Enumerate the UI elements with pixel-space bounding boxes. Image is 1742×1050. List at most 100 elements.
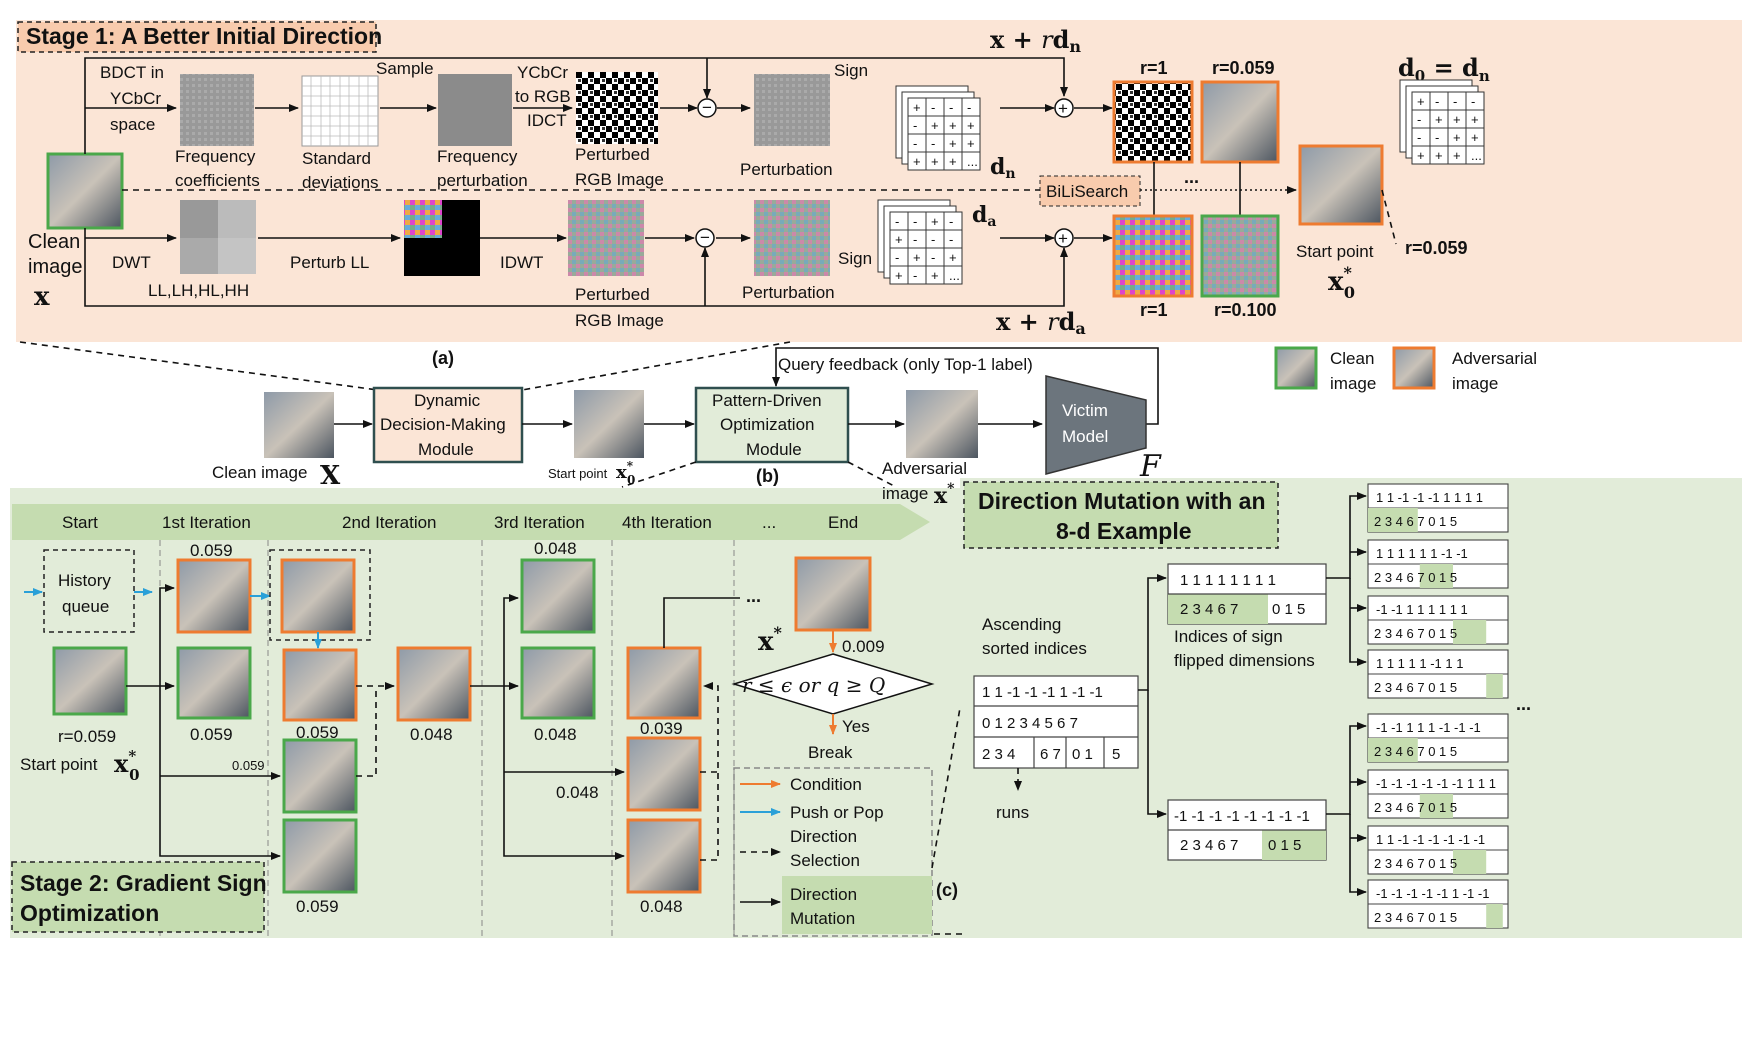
mutation-row1: -1 -1 1 1 1 1 1 1 [1376, 602, 1468, 617]
hdr-start: Start [62, 513, 98, 532]
dn-grid-cell: + [931, 118, 939, 133]
da-grid-cell: + [931, 268, 939, 283]
pdo-l3: Module [746, 440, 802, 459]
adv-label-2: image [882, 484, 928, 503]
mutation-title-1: Direction Mutation with an [978, 488, 1266, 514]
model-f-symbol: F [1139, 449, 1162, 484]
r1-bottom-label: r=1 [1140, 300, 1168, 320]
mutation-row2: 2 3 4 6 7 0 1 5 [1374, 800, 1457, 815]
perturbation-top-label: Perturbation [740, 160, 833, 179]
svg-text:+: + [1058, 99, 1068, 118]
r059-right-label: r=0.059 [1405, 238, 1468, 258]
d0-grid-cell: - [1435, 94, 1439, 109]
perturb-ll-label: Perturb LL [290, 253, 369, 272]
sign-grid-dn: +----+++--+++++... [895, 85, 981, 171]
legend-adv-2: image [1452, 374, 1498, 393]
iter3-clean-image-b [520, 646, 596, 720]
condition-text: r ≤ ϵ or q ≥ Q [742, 673, 885, 697]
perturbed-rgb-top-1: Perturbed [575, 145, 650, 164]
da-grid-cell: + [949, 250, 957, 265]
d0-grid-cell: - [1417, 112, 1421, 127]
base-table [973, 675, 1139, 769]
adv-image-r1-bottom [1112, 214, 1194, 298]
clean-label-1: Clean [28, 231, 80, 253]
dn-grid-cell: + [949, 154, 957, 169]
stage2-header-arrow [12, 504, 930, 540]
dn-grid-cell: - [949, 100, 953, 115]
mutation-row1: -1 -1 -1 -1 -1 -1 1 1 1 [1376, 776, 1496, 791]
dn-grid-cell: - [913, 136, 917, 151]
middle-clean-label: Clean image [212, 463, 307, 482]
d0-grid-cell: + [1453, 130, 1461, 145]
std-label-2: deviations [302, 173, 379, 192]
ddm-module-box [372, 386, 524, 464]
iter3-input-image [396, 646, 472, 722]
stage2-title-1: Stage 2: Gradient Sign [20, 870, 267, 896]
mutation-row2: 2 3 4 6 7 0 1 5 [1374, 744, 1457, 759]
ddm-l1: Dynamic [414, 391, 481, 410]
d0-grid-cell: + [1471, 112, 1479, 127]
legend-clean-1: Clean [1330, 349, 1374, 368]
mutation-row2: 2 3 4 6 7 0 1 5 [1374, 570, 1457, 585]
iter2-clean-image-b [282, 818, 358, 894]
v059e: 0.059 [296, 897, 339, 916]
hdr-dots: ... [762, 513, 776, 532]
mutation-row1: 1 1 -1 -1 -1 -1 -1 -1 [1376, 832, 1485, 847]
perturbed-ll-image [404, 200, 480, 276]
ddm-l2: Decision-Making [380, 415, 506, 434]
midbot-row1: -1 -1 -1 -1 -1 -1 -1 -1 [1174, 808, 1310, 825]
dn-grid-cell: + [967, 118, 975, 133]
freq-pert-label-2: perturbation [437, 171, 528, 190]
break-label: Break [808, 743, 853, 762]
query-feedback-label: Query feedback (only Top-1 label) [778, 355, 1033, 374]
freq-pert-label-1: Frequency [437, 147, 518, 166]
stage2-start-point: Start point [20, 755, 98, 774]
midbot-row2-hl: 0 1 5 [1268, 837, 1301, 854]
d0-grid-cell: - [1471, 94, 1475, 109]
dn-grid-cell: + [913, 100, 921, 115]
legend-clean-swatch [1274, 346, 1318, 390]
middle-start-point-image [574, 390, 644, 458]
subbands-label: LL,LH,HL,HH [148, 281, 249, 300]
mutation-table-6: -1 -1 -1 -1 -1 -1 1 1 1 2 3 4 6 7 0 1 5 [1367, 769, 1509, 819]
v059b: 0.059 [190, 725, 233, 744]
victim-model-trapezoid [1045, 375, 1147, 475]
mutation-row2: 2 3 4 6 7 0 1 5 [1374, 626, 1457, 641]
perturbed-rgb-qr-image [576, 72, 658, 144]
idct-label-1: YCbCr [517, 63, 568, 82]
v059c: 0.059 [296, 723, 339, 742]
da-grid-cell: - [949, 232, 953, 247]
svg-text:−: − [700, 228, 710, 247]
clean-x-symbol: x [34, 282, 50, 312]
d0-grid-cell: + [1435, 112, 1443, 127]
da-grid-cell: - [895, 214, 899, 229]
bili-ellipsis: ... [1184, 167, 1199, 187]
da-grid-cell: - [913, 232, 917, 247]
right-dots: ... [1516, 694, 1531, 714]
da-grid-cell: - [931, 250, 935, 265]
base-row2: 0 1 2 3 4 5 6 7 [982, 715, 1078, 732]
perturbed-rgb-bot-1: Perturbed [575, 285, 650, 304]
formula-x-plus-rda: x + rda [996, 307, 1086, 338]
sign-bottom-label: Sign [838, 249, 872, 268]
dn-grid-cell: + [931, 154, 939, 169]
adv-image-r100-bottom [1200, 214, 1280, 298]
idwt-label: IDWT [500, 253, 543, 272]
pdo-module-box [694, 386, 850, 464]
midbot-row2-rest: 2 3 4 6 7 [1180, 837, 1238, 854]
legend-push-pop: Push or Pop [790, 803, 884, 822]
mutation-row1: 1 1 1 1 1 -1 1 1 [1376, 656, 1463, 671]
caption-c: (c) [936, 880, 958, 900]
d0-grid-cell: + [1453, 112, 1461, 127]
perturbation-bottom-image [754, 200, 830, 276]
yes-label: Yes [842, 717, 870, 736]
d0-grid-cell: - [1453, 94, 1457, 109]
v048e: 0.048 [640, 897, 683, 916]
mutation-table-5: -1 -1 1 1 1 -1 -1 -12 3 4 6 7 0 1 5 [1367, 713, 1509, 763]
midtop-row1: 1 1 1 1 1 1 1 1 [1180, 572, 1276, 589]
iter4-adv-image-a [626, 646, 702, 720]
adv-image-r059-top [1200, 80, 1280, 164]
middle-clean-x: X [320, 461, 341, 491]
mutation-row1: 1 1 -1 -1 -1 1 1 1 1 [1376, 490, 1483, 505]
